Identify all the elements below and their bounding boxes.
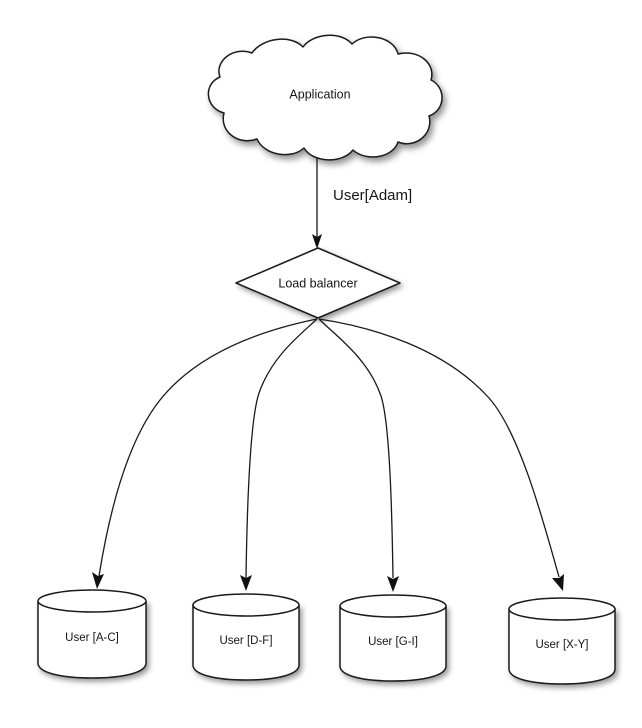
- edge-label-user-adam: User[Adam]: [333, 187, 412, 204]
- edge-curve: [245, 318, 318, 579]
- cylinder-top: [339, 594, 447, 618]
- node-shard-1[interactable]: User [A-C]: [37, 589, 147, 679]
- edge-application-to-load-balancer[interactable]: User[Adam]: [312, 157, 412, 249]
- cylinder-body: [37, 600, 147, 679]
- diamond-shape: [235, 247, 401, 319]
- arrowhead-icon: [92, 572, 104, 589]
- node-application[interactable]: Application: [207, 34, 443, 161]
- edge-load-balancer-to-shard-2[interactable]: [240, 318, 318, 591]
- arrowhead-icon: [240, 575, 252, 591]
- cylinder-top: [192, 593, 300, 617]
- shard-1-label: User [A-C]: [65, 632, 119, 644]
- edge-load-balancer-to-shard-3[interactable]: [318, 318, 399, 592]
- node-shard-3[interactable]: User [G-I]: [339, 594, 447, 682]
- arrowhead-icon: [552, 574, 564, 591]
- cylinder-top: [508, 597, 616, 621]
- edge-curve: [98, 318, 318, 577]
- cylinder-top: [37, 589, 147, 613]
- shard-2-label: User [D-F]: [219, 635, 272, 647]
- load-balancer-label: Load balancer: [278, 276, 357, 290]
- arrowhead-icon: [387, 576, 399, 592]
- cylinder-body: [508, 608, 616, 685]
- shard-3-label: User [G-I]: [368, 636, 418, 648]
- arrowhead-icon: [312, 234, 322, 249]
- cloud-shape: [207, 34, 443, 161]
- node-load-balancer[interactable]: Load balancer: [235, 247, 401, 319]
- cylinder-body: [192, 604, 300, 681]
- edge-load-balancer-to-shard-4[interactable]: [318, 318, 564, 591]
- shard-4-label: User [X-Y]: [535, 639, 588, 651]
- edge-load-balancer-to-shard-1[interactable]: [92, 318, 318, 589]
- edge-curve: [318, 318, 560, 578]
- node-shard-2[interactable]: User [D-F]: [192, 593, 300, 681]
- node-shard-4[interactable]: User [X-Y]: [508, 597, 616, 685]
- cylinder-body: [339, 605, 447, 682]
- application-label: Application: [289, 87, 350, 101]
- edge-curve: [318, 318, 394, 579]
